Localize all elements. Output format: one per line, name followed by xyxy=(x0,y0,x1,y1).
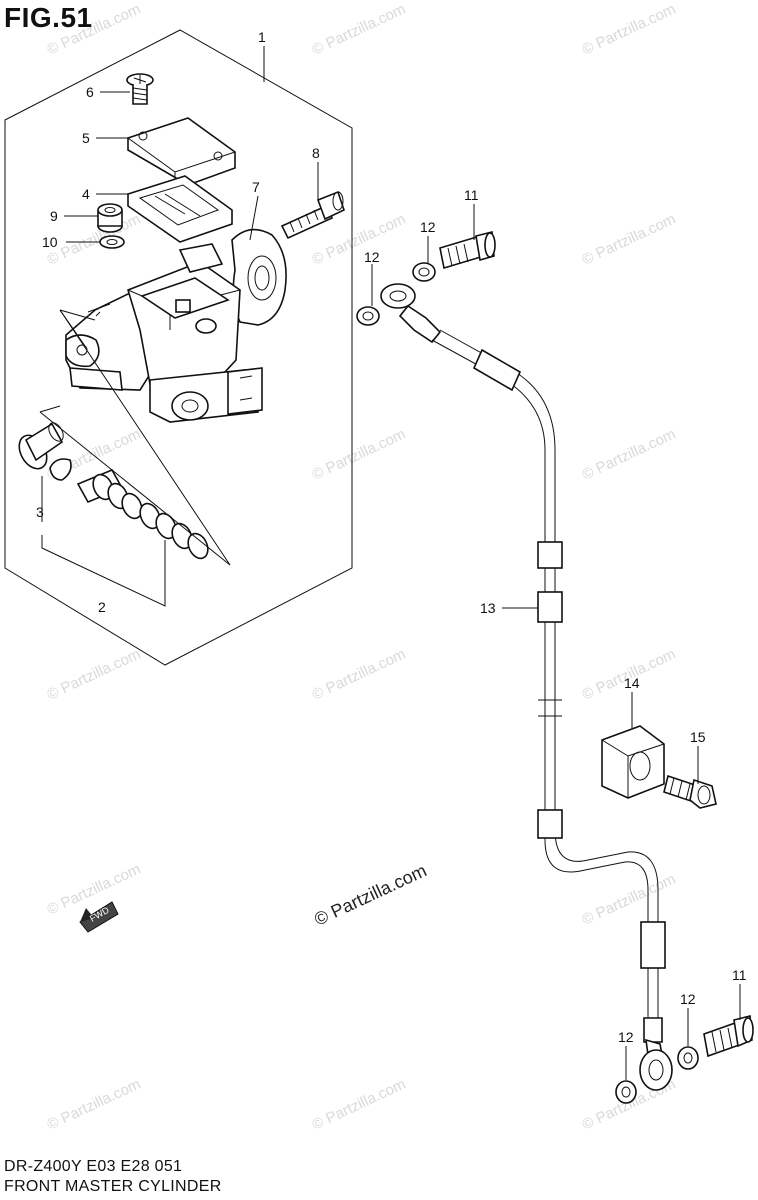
watermark: © Partzilla.com xyxy=(45,861,144,919)
union-bolt-part xyxy=(703,1014,754,1058)
callout-3: 3 xyxy=(36,504,44,520)
callout-12: 12 xyxy=(364,249,380,265)
callout-12: 12 xyxy=(420,219,436,235)
watermark: © Partzilla.com xyxy=(580,211,679,269)
callout-10: 10 xyxy=(42,234,58,250)
callout-2: 2 xyxy=(98,599,106,615)
watermark: © Partzilla.com xyxy=(45,646,144,704)
figure-title: FIG.51 xyxy=(4,2,93,33)
union-bolt-part xyxy=(439,230,496,270)
model-code: DR-Z400Y E03 E28 051 xyxy=(4,1158,183,1175)
clamp-bolt-part xyxy=(663,774,717,809)
bushing-part xyxy=(97,203,123,233)
watermark: © Partzilla.com xyxy=(310,1,409,59)
washer-part xyxy=(99,235,125,249)
callout-9: 9 xyxy=(50,208,58,224)
screw-part xyxy=(126,73,154,105)
callout-11: 11 xyxy=(464,187,479,203)
forward-arrow-icon: FWD xyxy=(79,901,119,933)
callout-7: 7 xyxy=(252,179,260,195)
watermark: © Partzilla.com xyxy=(580,1,679,59)
watermark-main: © Partzilla.com xyxy=(311,860,429,929)
hose-clamp-part xyxy=(601,725,665,799)
banjo-fitting-part xyxy=(380,283,442,344)
callout-1: 1 xyxy=(258,29,266,45)
watermark: © Partzilla.com xyxy=(45,1076,144,1134)
figure-name: FRONT MASTER CYLINDER xyxy=(4,1178,222,1195)
callout-8: 8 xyxy=(312,145,320,161)
watermark: © Partzilla.com xyxy=(310,646,409,704)
brake-hose-part xyxy=(431,329,666,1020)
callout-12: 12 xyxy=(680,991,696,1007)
callout-14: 14 xyxy=(624,675,640,691)
callout-11: 11 xyxy=(732,967,747,983)
watermark: © Partzilla.com xyxy=(45,211,144,269)
reservoir-cap-part xyxy=(127,117,236,186)
callout-15: 15 xyxy=(690,729,706,745)
master-cylinder-body-part xyxy=(59,243,263,423)
watermark: © Partzilla.com xyxy=(580,871,679,929)
mounting-bracket-part xyxy=(231,228,287,326)
gasket-part xyxy=(677,1046,699,1070)
gasket-part xyxy=(412,262,436,282)
callout-labels: 1 6 5 4 9 10 7 8 3 2 11 12 12 13 14 15 1… xyxy=(36,29,747,1045)
diaphragm-plate-part xyxy=(127,175,233,243)
watermark-layer: © Partzilla.com © Partzilla.com © Partzi… xyxy=(45,1,679,1134)
leader-lines xyxy=(41,46,741,1080)
callout-13: 13 xyxy=(480,600,496,616)
callout-12: 12 xyxy=(618,1029,634,1045)
piston-kit-part xyxy=(18,309,231,566)
callout-6: 6 xyxy=(86,84,94,100)
assembly-outline xyxy=(4,29,353,666)
callout-5: 5 xyxy=(82,130,90,146)
watermark: © Partzilla.com xyxy=(580,426,679,484)
watermark: © Partzilla.com xyxy=(310,1076,409,1134)
watermark: © Partzilla.com xyxy=(310,426,409,484)
gasket-part xyxy=(615,1080,637,1104)
watermark: © Partzilla.com xyxy=(45,1,144,59)
banjo-fitting-part xyxy=(639,1017,673,1091)
bracket-bolt-part xyxy=(280,190,345,240)
gasket-part xyxy=(356,306,380,326)
callout-4: 4 xyxy=(82,186,90,202)
